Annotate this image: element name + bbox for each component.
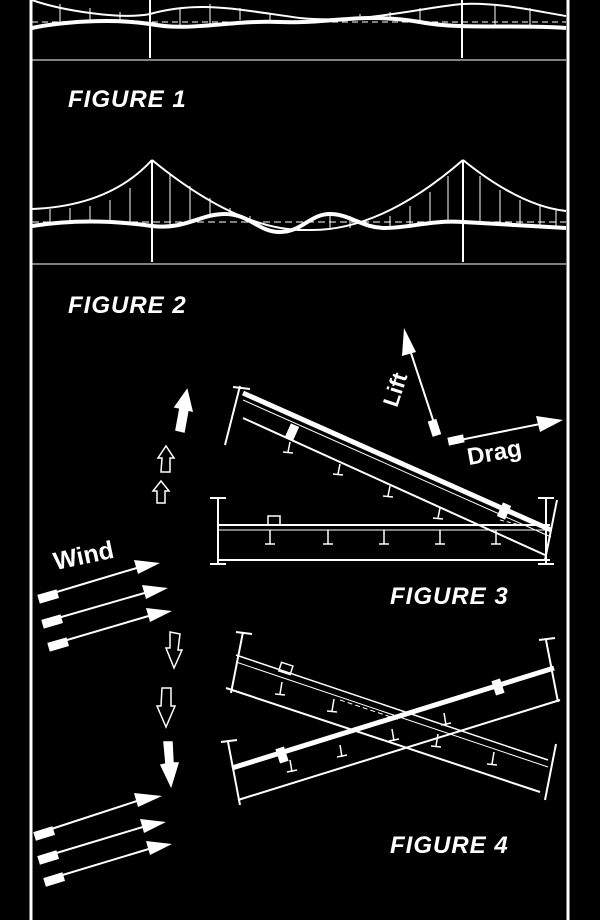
- twist-section-b: [225, 631, 557, 801]
- wind-arrows-lower: [33, 793, 172, 887]
- wind-arrow: [41, 585, 168, 629]
- twist-section-a: [220, 637, 561, 806]
- figure-4-twisting-sections: [155, 631, 561, 806]
- wind-arrow: [37, 819, 166, 865]
- figure-3-caption: FIGURE 3: [390, 583, 509, 610]
- wind-arrow: [33, 793, 162, 841]
- horizontal-deck-section: [210, 497, 554, 565]
- figure-1-caption: FIGURE 1: [68, 86, 187, 113]
- figure-1-bridge: [31, 0, 567, 61]
- figure-3-deck-sections: [151, 328, 563, 565]
- wind-arrow: [43, 841, 172, 887]
- upward-motion-arrows: [151, 388, 194, 504]
- tilted-deck-section: [224, 385, 558, 561]
- figure-2-caption: FIGURE 2: [68, 292, 187, 319]
- wind-arrow: [37, 560, 160, 604]
- downward-motion-arrows: [155, 631, 184, 789]
- wind-arrows-upper: [37, 560, 172, 652]
- figure-2-bridge: [31, 159, 567, 265]
- drag-arrow: [447, 416, 563, 446]
- wind-arrow: [47, 608, 172, 652]
- figure-4-caption: FIGURE 4: [390, 832, 509, 859]
- lift-arrow: [402, 328, 442, 437]
